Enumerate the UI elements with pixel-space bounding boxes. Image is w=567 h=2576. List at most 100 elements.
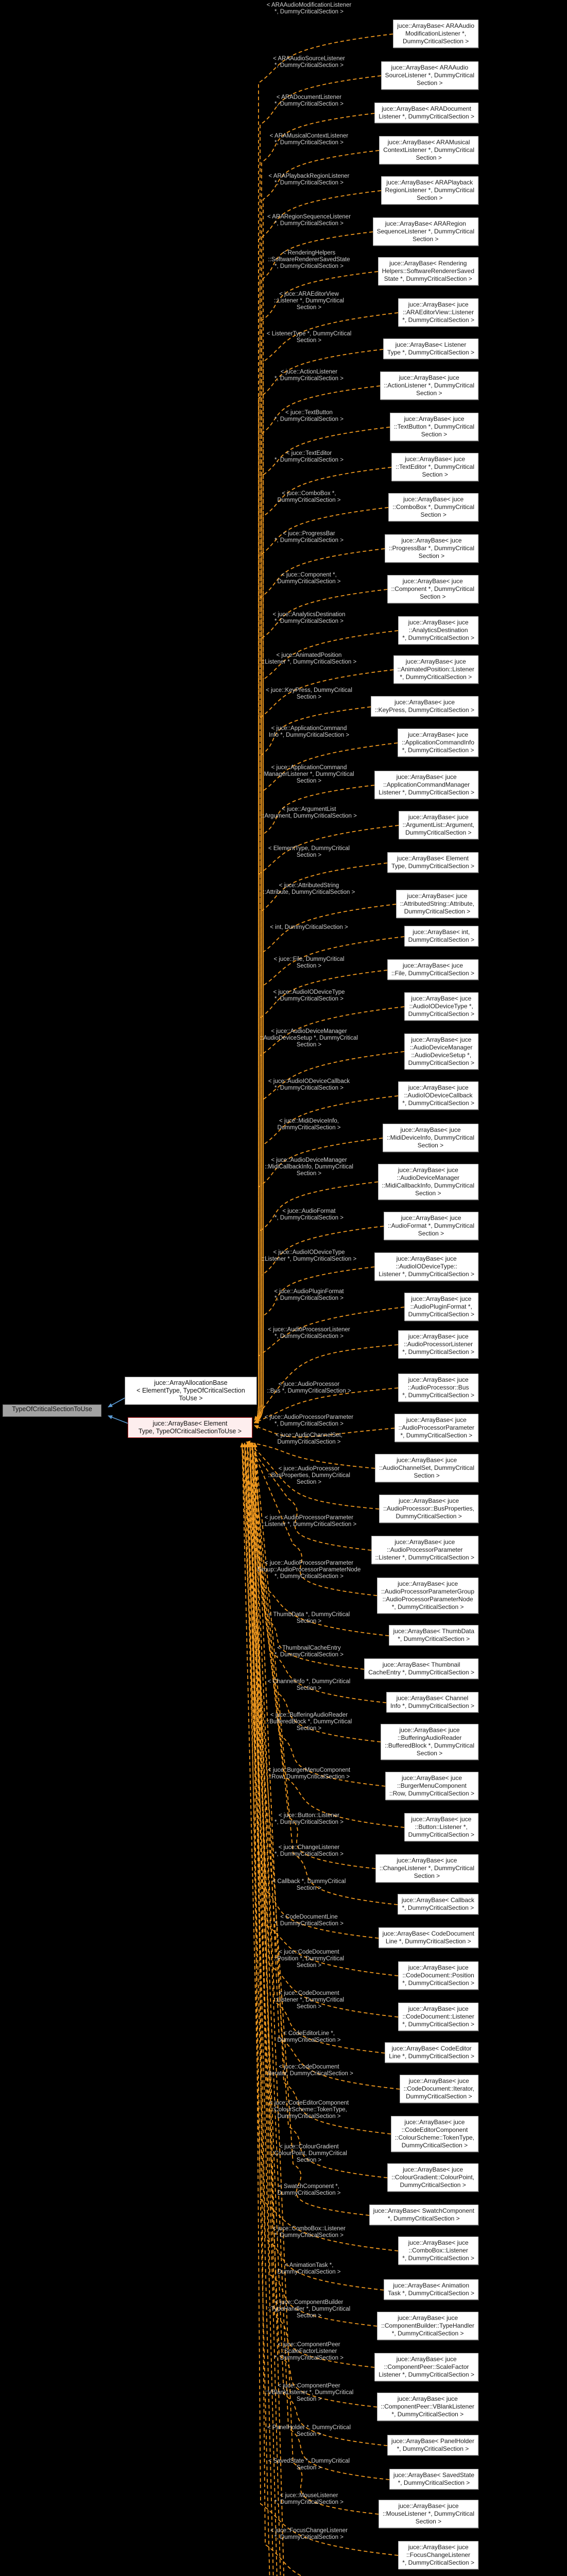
instantiation-node[interactable]: juce::ArrayBase< juce ::AudioProcessorPa… [377, 1578, 478, 1614]
instantiation-node[interactable]: juce::ArrayBase< SavedState *, DummyCrit… [389, 2469, 478, 2489]
instantiation-edge [254, 75, 382, 1423]
instantiation-node[interactable]: juce::ArrayBase< juce ::MouseListener *,… [378, 2500, 478, 2528]
instantiation-node[interactable]: juce::ArrayBase< juce ::ComponentPeer::V… [376, 2393, 478, 2421]
instantiation-edge [243, 1443, 388, 2446]
edge-template-args-label: < juce::KeyPress, DummyCritical Section … [266, 687, 352, 700]
instantiation-node[interactable]: juce::ArrayBase< juce ::AudioChannelSet,… [375, 1454, 478, 1482]
instantiation-node[interactable]: juce::ArrayBase< juce ::TextEditor *, Du… [391, 453, 478, 481]
edge-template-args-label: < juce::TextButton *, DummyCriticalSecti… [274, 410, 343, 422]
instantiation-node[interactable]: juce::ArrayBase< juce ::AudioDeviceManag… [377, 1164, 478, 1200]
instantiation-node[interactable]: juce::ArrayBase< ARADocument Listener *,… [374, 103, 478, 123]
edge-template-args-label: < juce::AudioProcessorParameter Group::A… [257, 1560, 361, 1580]
instantiation-edge [254, 936, 405, 1424]
instantiation-node[interactable]: juce::ArrayBase< SwatchComponent *, Dumm… [369, 2205, 478, 2225]
instantiation-node[interactable]: juce::ArrayBase< juce ::ComboBox::Listen… [398, 2236, 478, 2265]
instantiation-node[interactable]: juce::ArrayBase< ARAPlayback RegionListe… [381, 176, 478, 205]
instantiation-edge [254, 904, 397, 1423]
instantiation-node[interactable]: juce::ArrayBase< juce ::BufferingAudioRe… [381, 1724, 478, 1760]
arrayallocationbase-node[interactable]: juce::ArrayAllocationBase < ElementType,… [125, 1377, 257, 1405]
instantiation-node[interactable]: juce::ArrayBase< juce ::AudioFormat *, D… [383, 1212, 478, 1240]
instantiation-edge [254, 349, 384, 1423]
instantiation-node[interactable]: juce::ArrayBase< juce ::CodeDocument::Li… [398, 2003, 478, 2031]
instantiation-node[interactable]: juce::ArrayBase< juce ::ActionListener *… [380, 371, 478, 400]
instantiation-node[interactable]: juce::ArrayBase< juce ::AudioProcessor::… [379, 1495, 478, 1523]
instantiation-node[interactable]: juce::ArrayBase< ARAAudio ModificationLi… [393, 20, 478, 48]
instantiation-node[interactable]: juce::ArrayBase< CodeEditor Line *, Dumm… [385, 2042, 478, 2063]
instantiation-edge [250, 1443, 377, 2327]
edge-template-args-label: < ARARegionSequenceListener *, DummyCrit… [267, 214, 351, 227]
instantiation-node[interactable]: juce::ArrayBase< juce ::ChangeListener *… [375, 1854, 478, 1883]
instantiation-node[interactable]: juce::ArrayBase< juce ::CodeEditorCompon… [390, 2116, 478, 2152]
edge-template-args-label: < juce::ArgumentList ::Argument, DummyCr… [261, 806, 357, 819]
edge-template-args-label: < juce::AttributedString ::Attribute, Du… [263, 883, 355, 895]
edge-template-args-label: < juce::ComponentPeer ::ScaleFactorListe… [274, 2342, 343, 2361]
instantiation-node[interactable]: juce::ArrayBase< juce ::ApplicationComma… [398, 728, 478, 757]
instantiation-node[interactable]: juce::ArrayBase< ARAMusical ContextListe… [379, 136, 478, 164]
instantiation-edge [246, 1440, 375, 1469]
instantiation-node[interactable]: juce::ArrayBase< Thumbnail CacheEntry *,… [364, 1658, 478, 1679]
instantiation-node[interactable]: juce::ArrayBase< Channel Info *, DummyCr… [386, 1692, 478, 1713]
edge-template-args-label: < juce::AudioFormat *, DummyCriticalSect… [274, 1208, 343, 1221]
edge-template-args-label: < juce::ProgressBar *, DummyCriticalSect… [274, 531, 343, 544]
instantiation-edge [254, 150, 380, 1424]
edge-template-args-label: < juce::AudioDeviceManager ::AudioDevice… [260, 1028, 358, 1048]
instantiation-node[interactable]: juce::ArrayBase< juce ::FocusChangeListe… [398, 2541, 478, 2569]
instantiation-node[interactable]: juce::ArrayBase< juce ::AudioProcessorLi… [398, 1330, 478, 1359]
instantiation-edge [254, 1095, 399, 1424]
instantiation-node[interactable]: juce::ArrayBase< juce ::BurgerMenuCompon… [385, 1772, 478, 1800]
edge-template-args-label: < juce::AudioPluginFormat *, DummyCritic… [274, 1289, 344, 1301]
instantiation-node[interactable]: juce::ArrayBase< juce ::CodeDocument::It… [399, 2075, 478, 2103]
instantiation-node[interactable]: juce::ArrayBase< juce ::File, DummyCriti… [387, 959, 478, 980]
instantiation-node[interactable]: juce::ArrayBase< juce ::ApplicationComma… [374, 771, 478, 799]
instantiation-edge [254, 1138, 383, 1423]
instantiation-node[interactable]: juce::ArrayBase< juce ::AudioIODeviceCal… [398, 1081, 478, 1110]
instantiation-node[interactable]: juce::ArrayBase< juce ::CodeDocument::Po… [398, 1961, 478, 1990]
instantiation-node[interactable]: juce::ArrayBase< ARAAudio SourceListener… [381, 61, 478, 90]
instantiation-node[interactable]: juce::ArrayBase< CodeDocument Line *, Du… [378, 1927, 478, 1948]
instantiation-node[interactable]: juce::ArrayBase< juce ::ProgressBar *, D… [384, 534, 478, 563]
instantiation-node[interactable]: juce::ArrayBase< Element Type, DummyCrit… [387, 852, 478, 873]
instantiation-node[interactable]: juce::ArrayBase< juce ::TextButton *, Du… [389, 413, 478, 441]
instantiation-edge [245, 1443, 399, 2018]
edge-template-args-label: < juce::AudioProcessorParameter *, Dummy… [264, 1414, 354, 1427]
edge-template-args-label: < Callback *, DummyCritical Section > [272, 1878, 346, 1891]
instantiation-node[interactable]: juce::ArrayBase< Animation Task *, Dummy… [384, 2279, 478, 2300]
edge-template-args-label: < SavedState *, DummyCritical Section > [268, 2458, 350, 2471]
edge-template-args-label: < ARADocumentListener *, DummyCriticalSe… [274, 94, 343, 107]
instantiation-node[interactable]: juce::ArrayBase< Rendering Helpers::Soft… [377, 257, 478, 285]
instantiation-node[interactable]: juce::ArrayBase< ThumbData *, DummyCriti… [389, 1625, 478, 1646]
instantiation-node[interactable]: juce::ArrayBase< juce ::ComponentBuilder… [377, 2312, 478, 2340]
template-param-edge-arraybase [108, 1415, 129, 1424]
instantiation-node[interactable]: juce::ArrayBase< juce ::KeyPress, DummyC… [370, 696, 478, 717]
instantiation-node[interactable]: juce::ArrayBase< juce ::Button::Listener… [404, 1813, 478, 1841]
instantiation-node[interactable]: juce::ArrayBase< juce ::Component *, Dum… [387, 575, 478, 603]
instantiation-node[interactable]: juce::ArrayBase< juce ::ComponentPeer::S… [374, 2353, 478, 2381]
instantiation-node[interactable]: juce::ArrayBase< juce ::AudioDeviceManag… [404, 1033, 478, 1070]
instantiation-node[interactable]: juce::ArrayBase< Listener Type *, DummyC… [383, 338, 478, 359]
arraybase-main-node[interactable]: juce::ArrayBase< Element Type, TypeOfCri… [128, 1417, 252, 1438]
instantiation-node[interactable]: juce::ArrayBase< juce ::AudioProcessor::… [398, 1374, 478, 1402]
instantiation-node[interactable]: juce::ArrayBase< juce ::ARAEditorView::L… [398, 298, 478, 327]
instantiation-edge [254, 548, 385, 1423]
edge-template-args-label: < juce::AudioChannelSet, DummyCriticalSe… [275, 1432, 343, 1445]
instantiation-node[interactable]: juce::ArrayBase< juce ::AnimatedPosition… [393, 655, 478, 684]
instantiation-edge [240, 1443, 387, 1703]
instantiation-node[interactable]: juce::ArrayBase< int, DummyCriticalSecti… [404, 926, 478, 946]
instantiation-edge [253, 1443, 398, 1905]
instantiation-node[interactable]: juce::ArrayBase< juce ::AudioPluginForma… [404, 1293, 478, 1321]
instantiation-node[interactable]: juce::ArrayBase< juce ::AudioProcessorPa… [394, 1414, 478, 1442]
instantiation-node[interactable]: juce::ArrayBase< juce ::ComboBox *, Dumm… [388, 493, 478, 521]
instantiation-node[interactable]: juce::ArrayBase< juce ::AnalyticsDestina… [398, 616, 478, 645]
instantiation-node[interactable]: juce::ArrayBase< ARARegion SequenceListe… [372, 217, 478, 246]
instantiation-node[interactable]: juce::ArrayBase< juce ::MidiDeviceInfo, … [382, 1124, 478, 1152]
instantiation-node[interactable]: juce::ArrayBase< juce ::ArgumentList::Ar… [398, 811, 478, 839]
instantiation-node[interactable]: juce::ArrayBase< juce ::AudioProcessorPa… [371, 1536, 478, 1564]
instantiation-node[interactable]: juce::ArrayBase< Callback *, DummyCritic… [397, 1894, 478, 1914]
instantiation-node[interactable]: juce::ArrayBase< PanelHolder *, DummyCri… [387, 2435, 478, 2455]
instantiation-node[interactable]: juce::ArrayBase< juce ::AudioIODeviceTyp… [404, 992, 478, 1021]
instantiation-node[interactable]: juce::ArrayBase< juce ::ColourGradient::… [387, 2163, 478, 2192]
instantiation-node[interactable]: juce::ArrayBase< juce ::AudioIODeviceTyp… [374, 1252, 478, 1281]
instantiation-node[interactable]: juce::ArrayBase< juce ::AttributedString… [396, 890, 478, 918]
edge-template-args-label: < juce::CodeDocument ::Iterator, DummyCr… [265, 2064, 353, 2077]
instantiation-edge [254, 427, 390, 1423]
